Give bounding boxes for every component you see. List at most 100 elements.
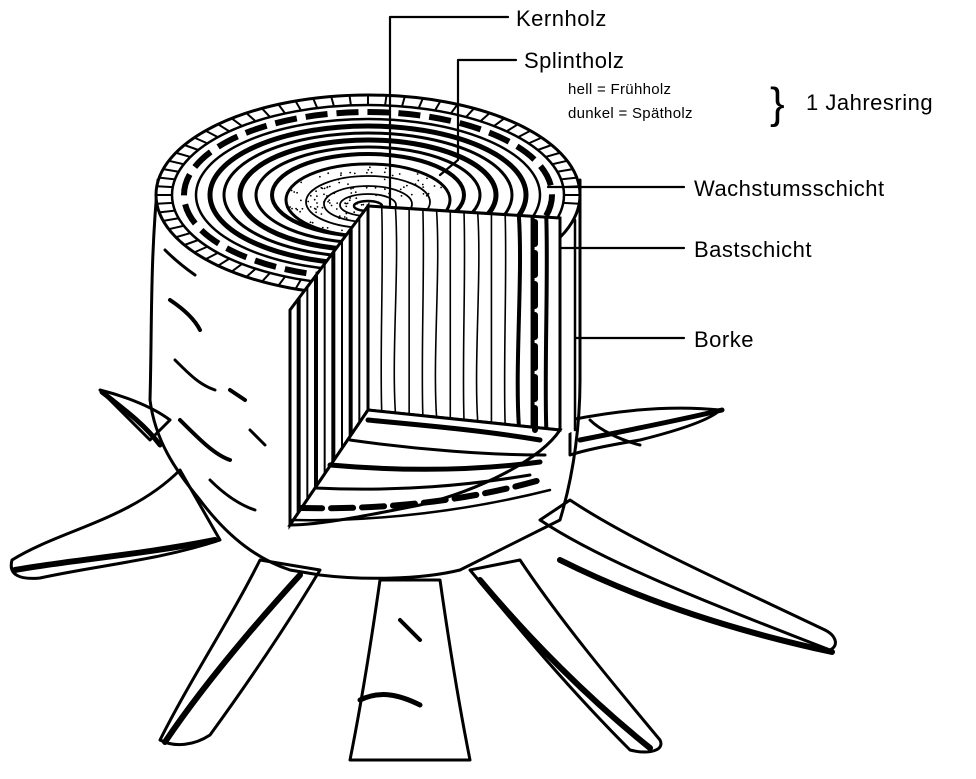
stipple-dot bbox=[375, 187, 377, 189]
stipple-dot bbox=[300, 182, 302, 184]
stipple-dot bbox=[426, 195, 428, 197]
stipple-dot bbox=[355, 197, 357, 199]
stipple-dot bbox=[340, 174, 342, 176]
label-wachstumsschicht: Wachstumsschicht bbox=[694, 176, 885, 201]
stipple-dot bbox=[327, 227, 329, 229]
stipple-dot bbox=[331, 205, 333, 207]
stipple-dot bbox=[336, 202, 338, 204]
label-borke: Borke bbox=[694, 327, 754, 352]
stipple-dot bbox=[347, 183, 349, 185]
stipple-dot bbox=[337, 179, 339, 181]
stipple-dot bbox=[322, 207, 324, 209]
stipple-dot bbox=[362, 204, 364, 206]
stipple-dot bbox=[321, 213, 323, 215]
stipple-dot bbox=[311, 190, 313, 192]
bark-tick bbox=[157, 203, 173, 204]
bark-tick bbox=[157, 186, 173, 187]
stipple-dot bbox=[341, 230, 343, 232]
stipple-dot bbox=[338, 217, 340, 219]
stipple-dot bbox=[326, 187, 328, 189]
stipple-dot bbox=[319, 176, 321, 178]
stipple-dot bbox=[423, 193, 425, 195]
stipple-dot bbox=[426, 178, 428, 180]
stipple-dot bbox=[403, 186, 405, 188]
stipple-dot bbox=[349, 197, 351, 199]
root-bottom-right bbox=[470, 560, 661, 752]
stipple-dot bbox=[401, 195, 403, 197]
stipple-dot bbox=[345, 213, 347, 215]
stipple-dot bbox=[355, 191, 357, 193]
stipple-dot bbox=[411, 194, 413, 196]
stipple-dot bbox=[300, 200, 302, 202]
stipple-dot bbox=[323, 193, 325, 195]
stipple-dot bbox=[296, 192, 298, 194]
cutaway-wedge bbox=[290, 206, 575, 525]
stipple-dot bbox=[353, 211, 355, 213]
stipple-dot bbox=[353, 187, 355, 189]
stipple-dot bbox=[415, 183, 417, 185]
stipple-dot bbox=[310, 206, 312, 208]
stipple-dot bbox=[385, 168, 387, 170]
stipple-dot bbox=[327, 172, 329, 174]
stipple-dot bbox=[296, 209, 298, 211]
stipple-dot bbox=[339, 215, 341, 217]
stipple-dot bbox=[361, 175, 363, 177]
stipple-dot bbox=[422, 184, 424, 186]
bark-tick bbox=[385, 95, 386, 105]
stipple-dot bbox=[366, 172, 368, 174]
label-bastschicht: Bastschicht bbox=[694, 237, 812, 262]
stipple-dot bbox=[329, 202, 331, 204]
bark-tick bbox=[350, 95, 351, 105]
stipple-dot bbox=[329, 186, 331, 188]
stipple-dot bbox=[323, 201, 325, 203]
stipple-dot bbox=[333, 192, 335, 194]
stipple-dot bbox=[371, 172, 373, 174]
stipple-dot bbox=[327, 201, 329, 203]
stipple-dot bbox=[316, 202, 318, 204]
stipple-dot bbox=[440, 187, 442, 189]
stipple-dot bbox=[383, 187, 385, 189]
stipple-dot bbox=[400, 189, 402, 191]
stipple-dot bbox=[399, 173, 401, 175]
stipple-dot bbox=[310, 195, 312, 197]
stipple-dot bbox=[312, 222, 314, 224]
stipple-dot bbox=[315, 208, 317, 210]
stipple-dot bbox=[345, 206, 347, 208]
label-fruehholz: hell = Frühholz bbox=[568, 81, 671, 98]
stipple-dot bbox=[422, 186, 424, 188]
stipple-dot bbox=[344, 216, 346, 218]
stipple-dot bbox=[324, 188, 326, 190]
stipple-dot bbox=[349, 172, 351, 174]
stipple-dot bbox=[349, 199, 351, 201]
stipple-dot bbox=[428, 193, 430, 195]
stipple-dot bbox=[350, 188, 352, 190]
label-jahresring: 1 Jahresring bbox=[806, 90, 933, 115]
stipple-dot bbox=[317, 206, 319, 208]
stipple-dot bbox=[367, 169, 369, 171]
stipple-dot bbox=[369, 166, 371, 168]
stipple-dot bbox=[314, 199, 316, 201]
stipple-dot bbox=[346, 217, 348, 219]
grain-line bbox=[546, 217, 547, 428]
jahresring-brace: } bbox=[770, 79, 785, 128]
stipple-dot bbox=[361, 204, 363, 206]
stipple-dot bbox=[384, 171, 386, 173]
stipple-dot bbox=[291, 208, 293, 210]
stipple-dot bbox=[302, 208, 304, 210]
stipple-dot bbox=[315, 190, 317, 192]
stipple-dot bbox=[392, 175, 394, 177]
label-splintholz: Splintholz bbox=[524, 48, 624, 73]
label-spaetholz: dunkel = Spätholz bbox=[568, 105, 693, 122]
stipple-dot bbox=[384, 188, 386, 190]
stipple-dot bbox=[293, 191, 295, 193]
stipple-dot bbox=[340, 172, 342, 174]
stipple-dot bbox=[320, 187, 322, 189]
label-kernholz: Kernholz bbox=[516, 6, 607, 31]
stipple-dot bbox=[291, 190, 293, 192]
stipple-dot bbox=[417, 173, 419, 175]
stipple-dot bbox=[406, 185, 408, 187]
stipple-dot bbox=[417, 180, 419, 182]
root-bottom bbox=[350, 580, 470, 760]
